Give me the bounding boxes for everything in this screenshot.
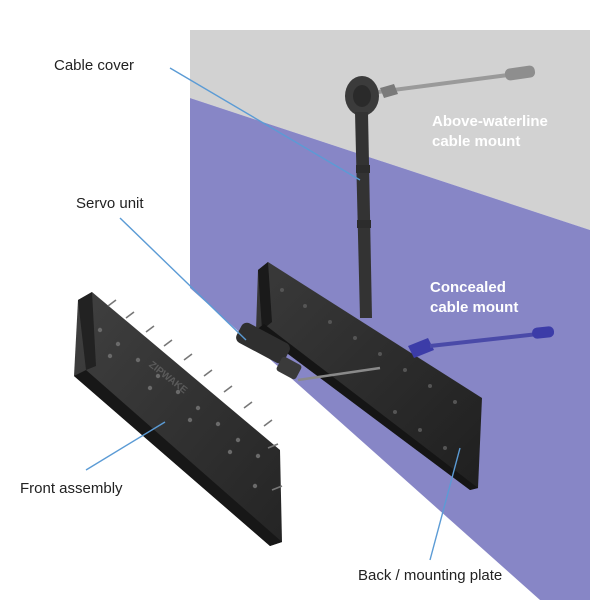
label-servo-unit: Servo unit [76, 195, 144, 212]
label-above-waterline-mount: Above-waterline cable mount [432, 113, 552, 150]
label-concealed-mount: Concealed cable mount [430, 279, 518, 316]
servo-unit-part [236, 322, 381, 382]
wall-above-waterline [190, 30, 590, 230]
leader-lines [85, 67, 461, 561]
leader-cable-cover [169, 67, 361, 181]
leader-servo-unit [119, 217, 247, 341]
label-back-mounting-plate: Back / mounting plate [358, 567, 502, 584]
label-cable-cover: Cable cover [54, 57, 134, 74]
above-waterline-cable [377, 65, 536, 98]
leader-front-assembly [85, 421, 166, 471]
back-mounting-plate-part [256, 262, 482, 490]
concealed-cable [408, 326, 555, 358]
cable-cover-part [345, 76, 379, 318]
leader-back-plate [429, 447, 461, 561]
front-assembly-part: ZIPWAKE [74, 292, 283, 546]
label-front-assembly: Front assembly [20, 480, 123, 497]
